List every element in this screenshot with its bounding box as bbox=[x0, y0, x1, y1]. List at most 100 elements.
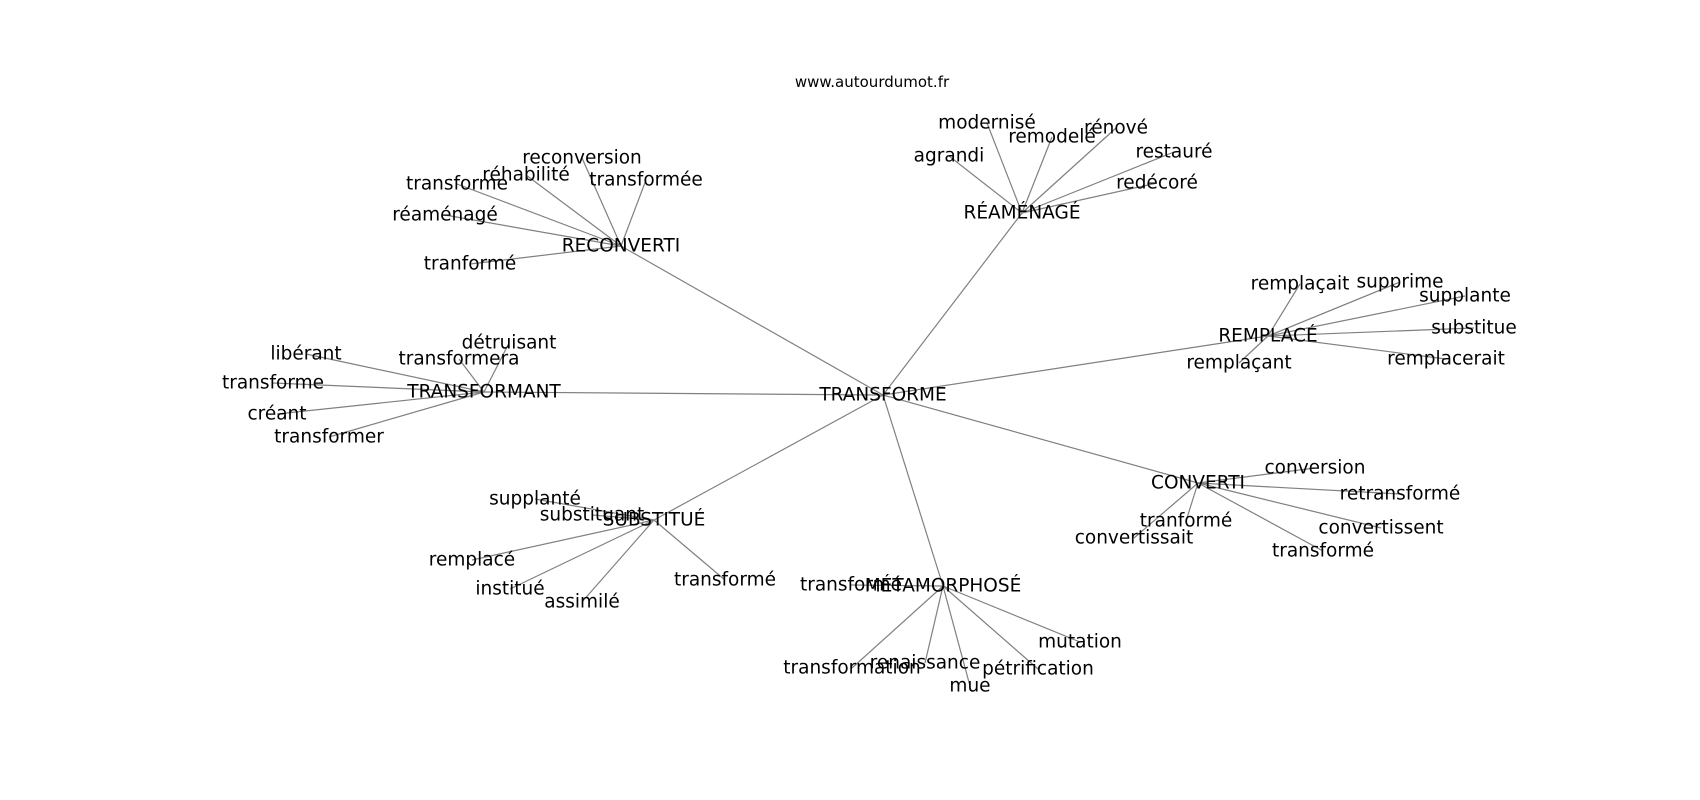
edge-reamenage-restaure bbox=[1021, 151, 1175, 214]
edge-center-converti bbox=[882, 394, 1199, 484]
leaf-word-supprime[interactable]: supprime bbox=[1357, 272, 1444, 293]
hub-word-converti[interactable]: CONVERTI bbox=[1151, 473, 1245, 494]
center-word[interactable]: TRANSFORME bbox=[818, 385, 946, 406]
leaf-word-remplacerait[interactable]: remplacerait bbox=[1387, 349, 1505, 370]
edge-remplace-remplacant bbox=[1238, 335, 1269, 364]
leaf-word-supplante[interactable]: supplante bbox=[1419, 286, 1511, 307]
edge-remplace-substitue bbox=[1267, 327, 1475, 337]
edge-reconverti-rehabilite bbox=[525, 174, 622, 247]
edge-remplace-remplacerait bbox=[1267, 335, 1447, 360]
edge-reconverti-transformee bbox=[620, 179, 647, 247]
edge-substitue-substituant bbox=[591, 514, 655, 521]
leaf-word-mutation[interactable]: mutation bbox=[1038, 632, 1122, 653]
edge-center-metamorphose bbox=[882, 394, 944, 587]
leaf-word-detruisant[interactable]: détruisant bbox=[462, 333, 557, 354]
edge-reconverti-transforme bbox=[456, 183, 622, 247]
leaf-word-restaure[interactable]: restauré bbox=[1135, 142, 1212, 163]
leaf-word-rehabilite[interactable]: réhabilité bbox=[482, 165, 569, 186]
leaf-word-remplacait[interactable]: remplaçait bbox=[1251, 274, 1350, 295]
leaf-word-substitue[interactable]: substitue bbox=[1431, 318, 1517, 339]
site-url: www.autourdumot.fr bbox=[794, 73, 950, 91]
edge-reamenage-renove bbox=[1021, 127, 1117, 214]
edge-converti-retransforme bbox=[1197, 482, 1401, 495]
edge-converti-convertissent bbox=[1197, 482, 1382, 529]
edge-remplace-remplacait bbox=[1267, 283, 1301, 337]
leaf-word-reconversion[interactable]: reconversion bbox=[522, 148, 642, 169]
edge-transformant-detruisant bbox=[483, 342, 510, 393]
edge-converti-tranforme bbox=[1185, 482, 1199, 522]
edge-substitue-institue bbox=[509, 519, 655, 590]
leaf-word-transformer[interactable]: transformer bbox=[274, 427, 384, 448]
leaf-word-transformera[interactable]: transformera bbox=[398, 349, 519, 370]
leaf-word-retransforme[interactable]: retransformé bbox=[1340, 484, 1461, 505]
leaf-word-liberant[interactable]: libérant bbox=[270, 344, 341, 365]
edge-substitue-remplace bbox=[471, 519, 655, 561]
leaf-word-reamenage[interactable]: réaménagé bbox=[392, 205, 498, 226]
edge-metamorphose-renaissance bbox=[924, 585, 944, 664]
leaf-word-conversion[interactable]: conversion bbox=[1265, 458, 1366, 479]
edge-center-transformant bbox=[483, 391, 884, 396]
leaf-word-tranforme[interactable]: tranformé bbox=[424, 254, 516, 275]
leaf-word-transforme[interactable]: transformé bbox=[674, 570, 776, 591]
leaf-word-agrandi[interactable]: agrandi bbox=[914, 146, 985, 167]
edge-substitue-transforme bbox=[653, 519, 726, 581]
hub-word-metamorphose[interactable]: MÉTAMORPHOSÉ bbox=[865, 575, 1022, 597]
leaf-word-institue[interactable]: institué bbox=[475, 579, 544, 600]
hub-word-reamenage[interactable]: RÉAMÉNAGÉ bbox=[963, 202, 1080, 224]
hub-word-remplace[interactable]: REMPLACÉ bbox=[1218, 325, 1317, 347]
leaf-word-mue[interactable]: mue bbox=[949, 676, 990, 697]
edge-metamorphose-mue bbox=[942, 585, 971, 687]
leaf-word-convertissent[interactable]: convertissent bbox=[1318, 518, 1443, 539]
leaf-word-petrification[interactable]: pétrification bbox=[982, 659, 1094, 680]
edge-metamorphose-transforme bbox=[850, 584, 944, 587]
leaf-word-creant[interactable]: créant bbox=[247, 404, 306, 425]
leaf-word-modernise[interactable]: modernisé bbox=[938, 113, 1036, 134]
leaf-word-tranforme[interactable]: tranformé bbox=[1140, 511, 1232, 532]
edge-substitue-supplante bbox=[534, 498, 655, 521]
leaf-word-transformee[interactable]: transformée bbox=[589, 170, 702, 191]
edge-center-reamenage bbox=[882, 212, 1023, 396]
edge-reconverti-tranforme bbox=[469, 245, 622, 265]
edge-metamorphose-mutation bbox=[942, 585, 1081, 643]
edge-transformant-creant bbox=[276, 391, 485, 415]
leaf-word-supplante[interactable]: supplanté bbox=[489, 489, 581, 510]
leaf-word-remodele[interactable]: remodelé bbox=[1008, 127, 1096, 148]
edge-transformant-transformera bbox=[458, 358, 485, 393]
edge-converti-convertissait bbox=[1133, 482, 1199, 539]
edge-transformant-transforme bbox=[272, 382, 485, 393]
edge-remplace-supplante bbox=[1267, 295, 1466, 337]
edge-remplace-supprime bbox=[1267, 281, 1401, 337]
hub-word-reconverti[interactable]: RECONVERTI bbox=[562, 236, 680, 257]
leaf-word-substituant[interactable]: substituant bbox=[540, 505, 644, 526]
edge-reamenage-redecore bbox=[1021, 182, 1158, 214]
edge-center-remplace bbox=[882, 335, 1269, 396]
edge-converti-transforme bbox=[1197, 482, 1324, 552]
labels: TRANSFORME RÉAMÉNAGÉ modernisé agrandi remod… bbox=[222, 113, 1517, 697]
leaf-word-transforme[interactable]: transforme bbox=[222, 373, 324, 394]
leaf-word-convertissait[interactable]: convertissait bbox=[1075, 528, 1194, 549]
edge-converti-conversion bbox=[1197, 467, 1316, 484]
edge-substitue-assimile bbox=[581, 519, 655, 603]
leaf-word-redecore[interactable]: redécoré bbox=[1116, 173, 1198, 194]
edges bbox=[272, 122, 1475, 687]
leaf-word-remplace[interactable]: remplacé bbox=[429, 550, 515, 571]
edge-center-reconverti bbox=[620, 245, 884, 396]
edge-reamenage-remodele bbox=[1021, 136, 1053, 214]
leaf-word-transforme[interactable]: transformé bbox=[1272, 541, 1374, 562]
hub-word-substitue[interactable]: SUBSTITUÉ bbox=[603, 509, 706, 531]
edge-transformant-liberant bbox=[305, 353, 485, 393]
leaf-word-renaissance[interactable]: renaissance bbox=[870, 653, 981, 674]
edge-reconverti-reamenage bbox=[444, 214, 622, 247]
leaf-word-assimile[interactable]: assimilé bbox=[544, 592, 619, 613]
leaf-word-transforme[interactable]: transforme bbox=[406, 174, 508, 195]
edge-reamenage-modernise bbox=[986, 122, 1023, 214]
leaf-word-transformation[interactable]: transformation bbox=[783, 658, 920, 679]
edge-reconverti-reconversion bbox=[581, 157, 622, 247]
leaf-word-remplacant[interactable]: remplaçant bbox=[1186, 353, 1291, 374]
leaf-word-transforme[interactable]: transformé bbox=[800, 575, 902, 596]
hub-word-transformant[interactable]: TRANSFORMANT bbox=[406, 382, 561, 403]
edge-transformant-transformer bbox=[328, 391, 485, 438]
edge-metamorphose-transformation bbox=[851, 585, 944, 669]
leaf-word-renove[interactable]: rénové bbox=[1084, 118, 1148, 139]
